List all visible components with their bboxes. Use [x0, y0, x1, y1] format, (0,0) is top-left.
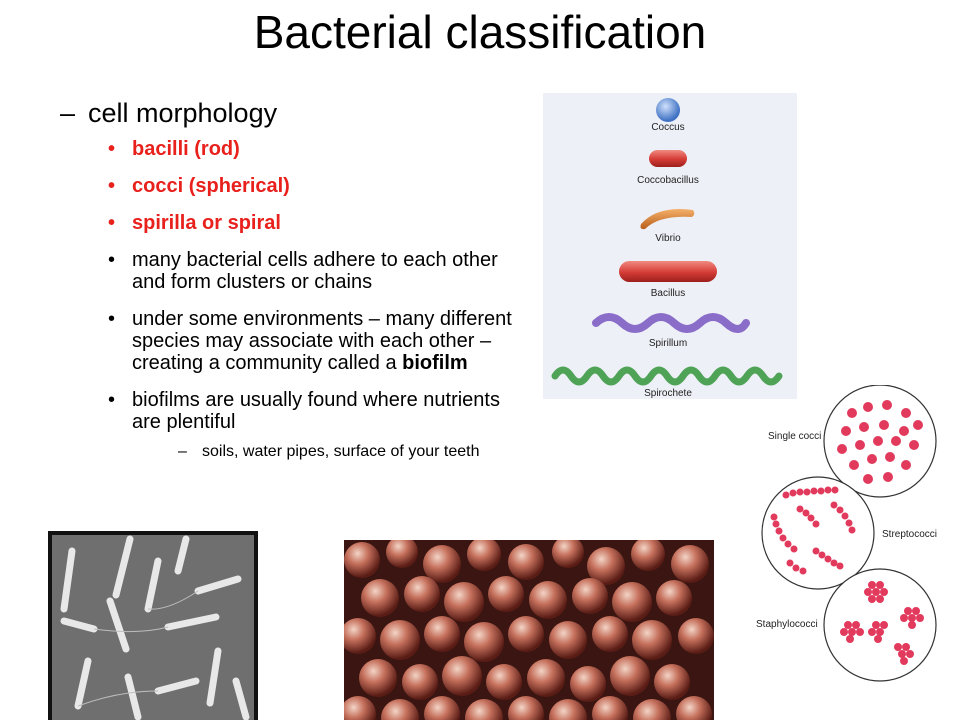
- dash-marker: –: [178, 443, 187, 460]
- label-staphylococci: Staphylococci: [756, 619, 818, 630]
- label-coccobacillus: Coccobacillus: [637, 175, 699, 186]
- label-coccus: Coccus: [651, 122, 684, 133]
- bullet-cocci: •cocci (spherical): [108, 175, 290, 197]
- coccus-cell: [656, 98, 680, 122]
- sub-bullet-examples: – soils, water pipes, surface of your te…: [178, 443, 480, 460]
- bacillus-cell: [619, 261, 717, 282]
- bullet-dot: •: [108, 138, 116, 160]
- spirochete-cell: [551, 366, 783, 386]
- label-spirillum: Spirillum: [649, 338, 687, 349]
- bullet-list: •bacilli (rod) •cocci (spherical) •spiri…: [60, 138, 530, 433]
- label-bacillus: Bacillus: [651, 288, 685, 299]
- label-single-cocci: Single cocci: [768, 431, 821, 442]
- bullet-content: – cell morphology •bacilli (rod) •cocci …: [60, 96, 530, 462]
- morphology-diagram: Coccus Coccobacillus Vibrio Bacillus Spi…: [551, 98, 783, 399]
- section-heading: – cell morphology: [60, 96, 530, 130]
- bullet-biofilm-location: •biofilms are usually found where nutrie…: [108, 389, 500, 433]
- spirillum-cell: [592, 313, 750, 333]
- bullet-spirilla: •spirilla or spiral: [108, 212, 281, 234]
- biofilm-term: biofilm: [402, 352, 468, 374]
- bullet-dot: •: [108, 389, 116, 411]
- bullet-biofilm-community: •under some environments – many differen…: [108, 308, 512, 374]
- bullet-dot: •: [108, 249, 116, 271]
- bullet-dot: •: [108, 212, 116, 234]
- arrangement-diagram: Single cocci Streptococci Staphylococci: [756, 384, 937, 682]
- single-cocci-dots: [837, 400, 923, 484]
- coccobacillus-cell: [649, 150, 687, 167]
- morphology-figure: Coccus Coccobacillus Vibrio Bacillus Spi…: [543, 93, 797, 399]
- cocci-micrograph: [340, 536, 714, 725]
- slide-title: Bacterial classification: [253, 6, 707, 58]
- vibrio-cell: [640, 208, 695, 230]
- arrangement-figure: Single cocci Streptococci Staphylococci: [756, 384, 956, 685]
- bacilli-micrograph: [48, 531, 258, 721]
- bullet-dot: •: [108, 308, 116, 330]
- dash-marker: –: [60, 98, 76, 128]
- streptococci-chains: [770, 486, 856, 575]
- section-heading-text: cell morphology: [88, 98, 278, 128]
- label-streptococci: Streptococci: [882, 529, 937, 540]
- bullet-bacilli: •bacilli (rod): [108, 138, 240, 160]
- bullet-clusters: •many bacterial cells adhere to each oth…: [108, 249, 498, 293]
- label-spirochete: Spirochete: [644, 388, 692, 399]
- bullet-dot: •: [108, 175, 116, 197]
- staphylococci-clusters: [840, 581, 924, 665]
- cocci-micrograph-image: [340, 536, 714, 725]
- bacilli-micrograph-image: [52, 535, 254, 721]
- label-vibrio: Vibrio: [655, 233, 681, 244]
